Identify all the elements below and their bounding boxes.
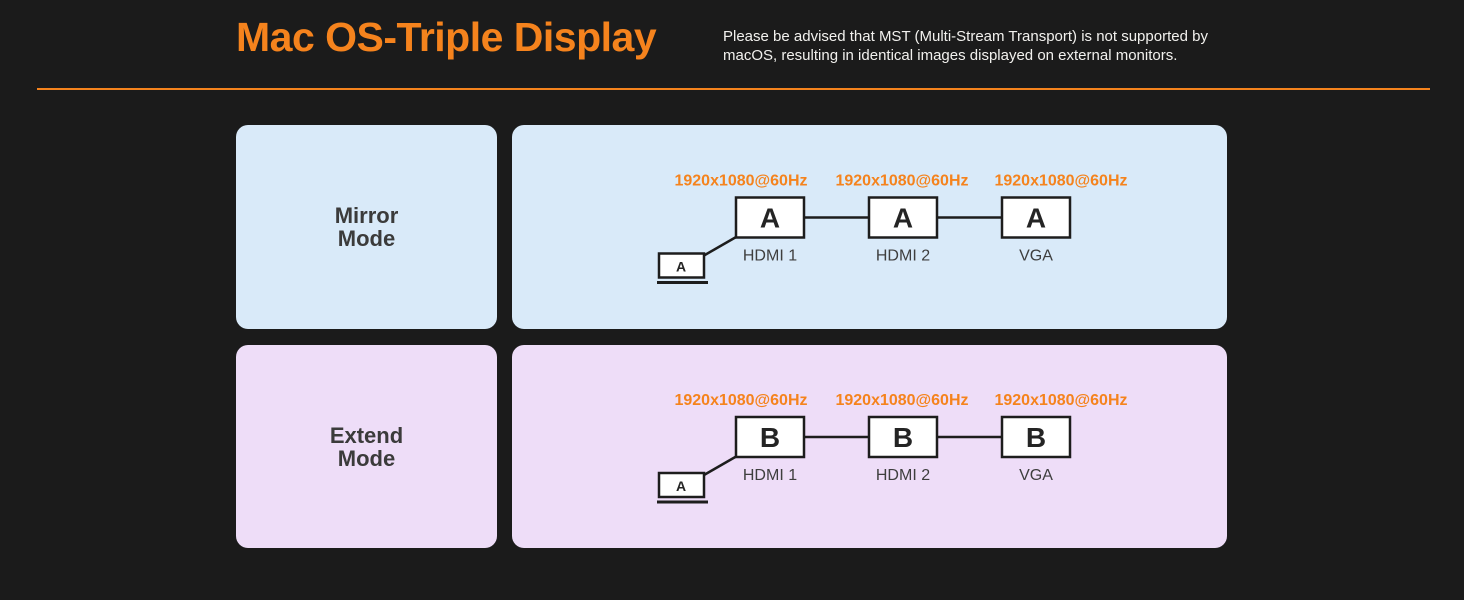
mst-note-line-2: macOS, resulting in identical images dis… bbox=[723, 47, 1178, 64]
monitor-frame bbox=[867, 196, 939, 239]
laptop-letter: A bbox=[676, 259, 686, 275]
laptop-cable bbox=[703, 235, 738, 257]
mst-note: Please be advised that MST (Multi-Stream… bbox=[723, 27, 1208, 65]
extend-mode-diagram: 1920x1080@60Hz 1920x1080@60Hz 1920x1080@… bbox=[657, 392, 1128, 504]
port-label: HDMI 1 bbox=[743, 467, 797, 484]
laptop-icon bbox=[657, 252, 706, 279]
monitor-letter: B bbox=[760, 422, 780, 453]
port-label: VGA bbox=[1019, 248, 1053, 265]
mirror-mode-diagram: 1920x1080@60Hz 1920x1080@60Hz 1920x1080@… bbox=[657, 173, 1128, 284]
port-label: HDMI 1 bbox=[743, 248, 797, 265]
resolution-label: 1920x1080@60Hz bbox=[674, 173, 807, 190]
laptop-icon bbox=[657, 471, 706, 499]
monitor-frame bbox=[1000, 196, 1072, 239]
resolution-label: 1920x1080@60Hz bbox=[994, 173, 1127, 190]
extend-mode-label: Extend Mode bbox=[329, 422, 404, 471]
laptop-cable bbox=[703, 454, 738, 477]
port-label: HDMI 2 bbox=[876, 248, 930, 265]
monitor-letter: A bbox=[760, 203, 780, 234]
port-label: HDMI 2 bbox=[876, 467, 930, 484]
header-divider bbox=[37, 88, 1430, 90]
monitor-frame bbox=[734, 196, 806, 239]
monitor-letter: A bbox=[893, 203, 913, 234]
mst-note-line-1: Please be advised that MST (Multi-Stream… bbox=[723, 28, 1208, 45]
resolution-label: 1920x1080@60Hz bbox=[835, 173, 968, 190]
laptop-letter: A bbox=[676, 478, 686, 494]
monitor-frame bbox=[734, 415, 806, 459]
resolution-label: 1920x1080@60Hz bbox=[674, 392, 807, 409]
resolution-label: 1920x1080@60Hz bbox=[835, 392, 968, 409]
mirror-mode-diagram-card: 1920x1080@60Hz 1920x1080@60Hz 1920x1080@… bbox=[512, 125, 1227, 329]
resolution-label: 1920x1080@60Hz bbox=[994, 392, 1127, 409]
mirror-mode-label-card: Mirror Mode bbox=[236, 125, 497, 329]
port-label: VGA bbox=[1019, 467, 1053, 484]
extend-mode-label-card: Extend Mode bbox=[236, 345, 497, 548]
page-title: Mac OS-Triple Display bbox=[236, 14, 657, 60]
monitor-letter: B bbox=[1026, 422, 1046, 453]
monitor-frame bbox=[1000, 415, 1072, 459]
monitor-frame bbox=[867, 415, 939, 459]
monitor-letter: A bbox=[1026, 203, 1046, 234]
mirror-mode-label: Mirror Mode bbox=[334, 203, 399, 251]
extend-mode-diagram-card: 1920x1080@60Hz 1920x1080@60Hz 1920x1080@… bbox=[512, 345, 1227, 548]
monitor-letter: B bbox=[893, 422, 913, 453]
